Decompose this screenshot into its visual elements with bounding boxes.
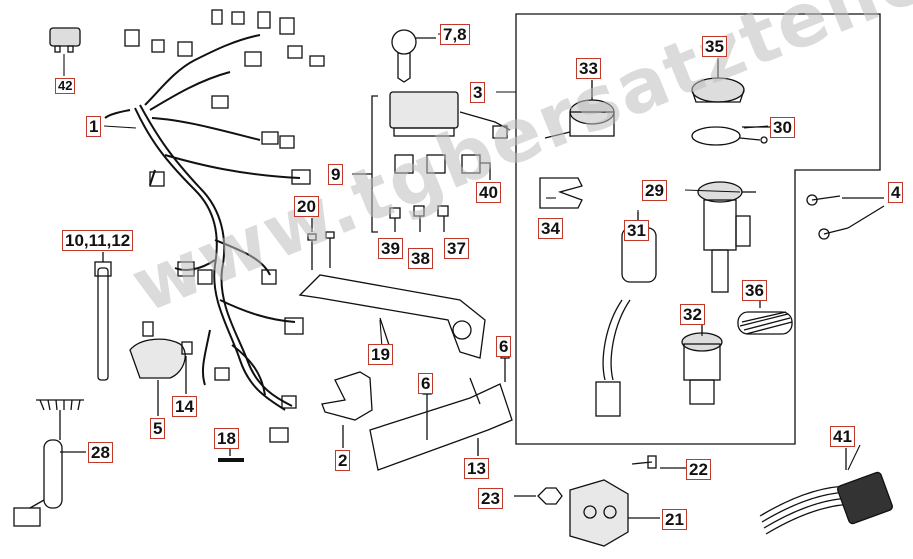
part-4-bolts xyxy=(806,194,885,240)
callout-9[interactable]: 9 xyxy=(328,164,344,185)
callout-4[interactable]: 4 xyxy=(888,182,904,203)
callout-2[interactable]: 2 xyxy=(335,450,351,471)
part-10-12-cable-tie xyxy=(94,252,112,381)
harness-connectors xyxy=(124,9,325,443)
part-2-bracket xyxy=(321,371,373,448)
callout-3[interactable]: 3 xyxy=(470,82,486,103)
callout-14[interactable]: 14 xyxy=(172,396,197,417)
callout-32[interactable]: 32 xyxy=(680,304,705,325)
part-22-screw xyxy=(631,455,686,469)
part-29-ignition xyxy=(697,181,756,293)
part-33-lock xyxy=(544,80,615,139)
callout-20[interactable]: 20 xyxy=(294,196,319,217)
part-7-8-key xyxy=(391,29,436,83)
part-23-nut xyxy=(514,487,563,505)
callout-10-11-12[interactable]: 10,11,12 xyxy=(62,230,134,251)
part-34-clip xyxy=(539,177,583,209)
callout-22[interactable]: 22 xyxy=(686,459,711,480)
callout-39[interactable]: 39 xyxy=(378,238,403,259)
part-9-group xyxy=(352,91,511,233)
callout-30[interactable]: 30 xyxy=(770,117,795,138)
callout-31[interactable]: 31 xyxy=(624,220,649,241)
part-20-bolts xyxy=(307,218,335,270)
kit-frame xyxy=(515,13,881,445)
callout-38[interactable]: 38 xyxy=(408,248,433,269)
part-28-sensor xyxy=(13,399,86,527)
part-31-plug xyxy=(595,212,657,417)
part-41-connector xyxy=(759,448,893,535)
callout-1[interactable]: 1 xyxy=(86,116,102,137)
callout-13[interactable]: 13 xyxy=(464,458,489,479)
part-42-relay xyxy=(49,27,81,53)
callout-6-left[interactable]: 6 xyxy=(418,373,434,394)
callout-19[interactable]: 19 xyxy=(368,344,393,365)
callout-5[interactable]: 5 xyxy=(150,418,166,439)
callout-29[interactable]: 29 xyxy=(642,180,667,201)
callout-33[interactable]: 33 xyxy=(576,58,601,79)
callout-28[interactable]: 28 xyxy=(88,442,113,463)
part-32-lock xyxy=(681,322,723,405)
callout-23[interactable]: 23 xyxy=(478,488,503,509)
callout-41[interactable]: 41 xyxy=(830,426,855,447)
callout-36[interactable]: 36 xyxy=(742,280,767,301)
wiring-harness xyxy=(104,34,301,411)
callout-6-right[interactable]: 6 xyxy=(496,336,512,357)
part-13-plate xyxy=(369,377,513,471)
callout-35[interactable]: 35 xyxy=(702,36,727,57)
callout-7-8[interactable]: 7,8 xyxy=(440,24,470,45)
part-21-switch xyxy=(569,479,660,547)
callout-34[interactable]: 34 xyxy=(538,218,563,239)
callout-40[interactable]: 40 xyxy=(476,182,501,203)
part-5-14-clip xyxy=(129,321,193,416)
part-36-spring xyxy=(737,296,793,335)
part-18-pin xyxy=(218,448,244,462)
callout-18[interactable]: 18 xyxy=(214,428,239,449)
part-30-gasket xyxy=(691,126,772,146)
callout-21[interactable]: 21 xyxy=(662,509,687,530)
callout-42[interactable]: 42 xyxy=(55,78,76,94)
callout-37[interactable]: 37 xyxy=(444,238,469,259)
